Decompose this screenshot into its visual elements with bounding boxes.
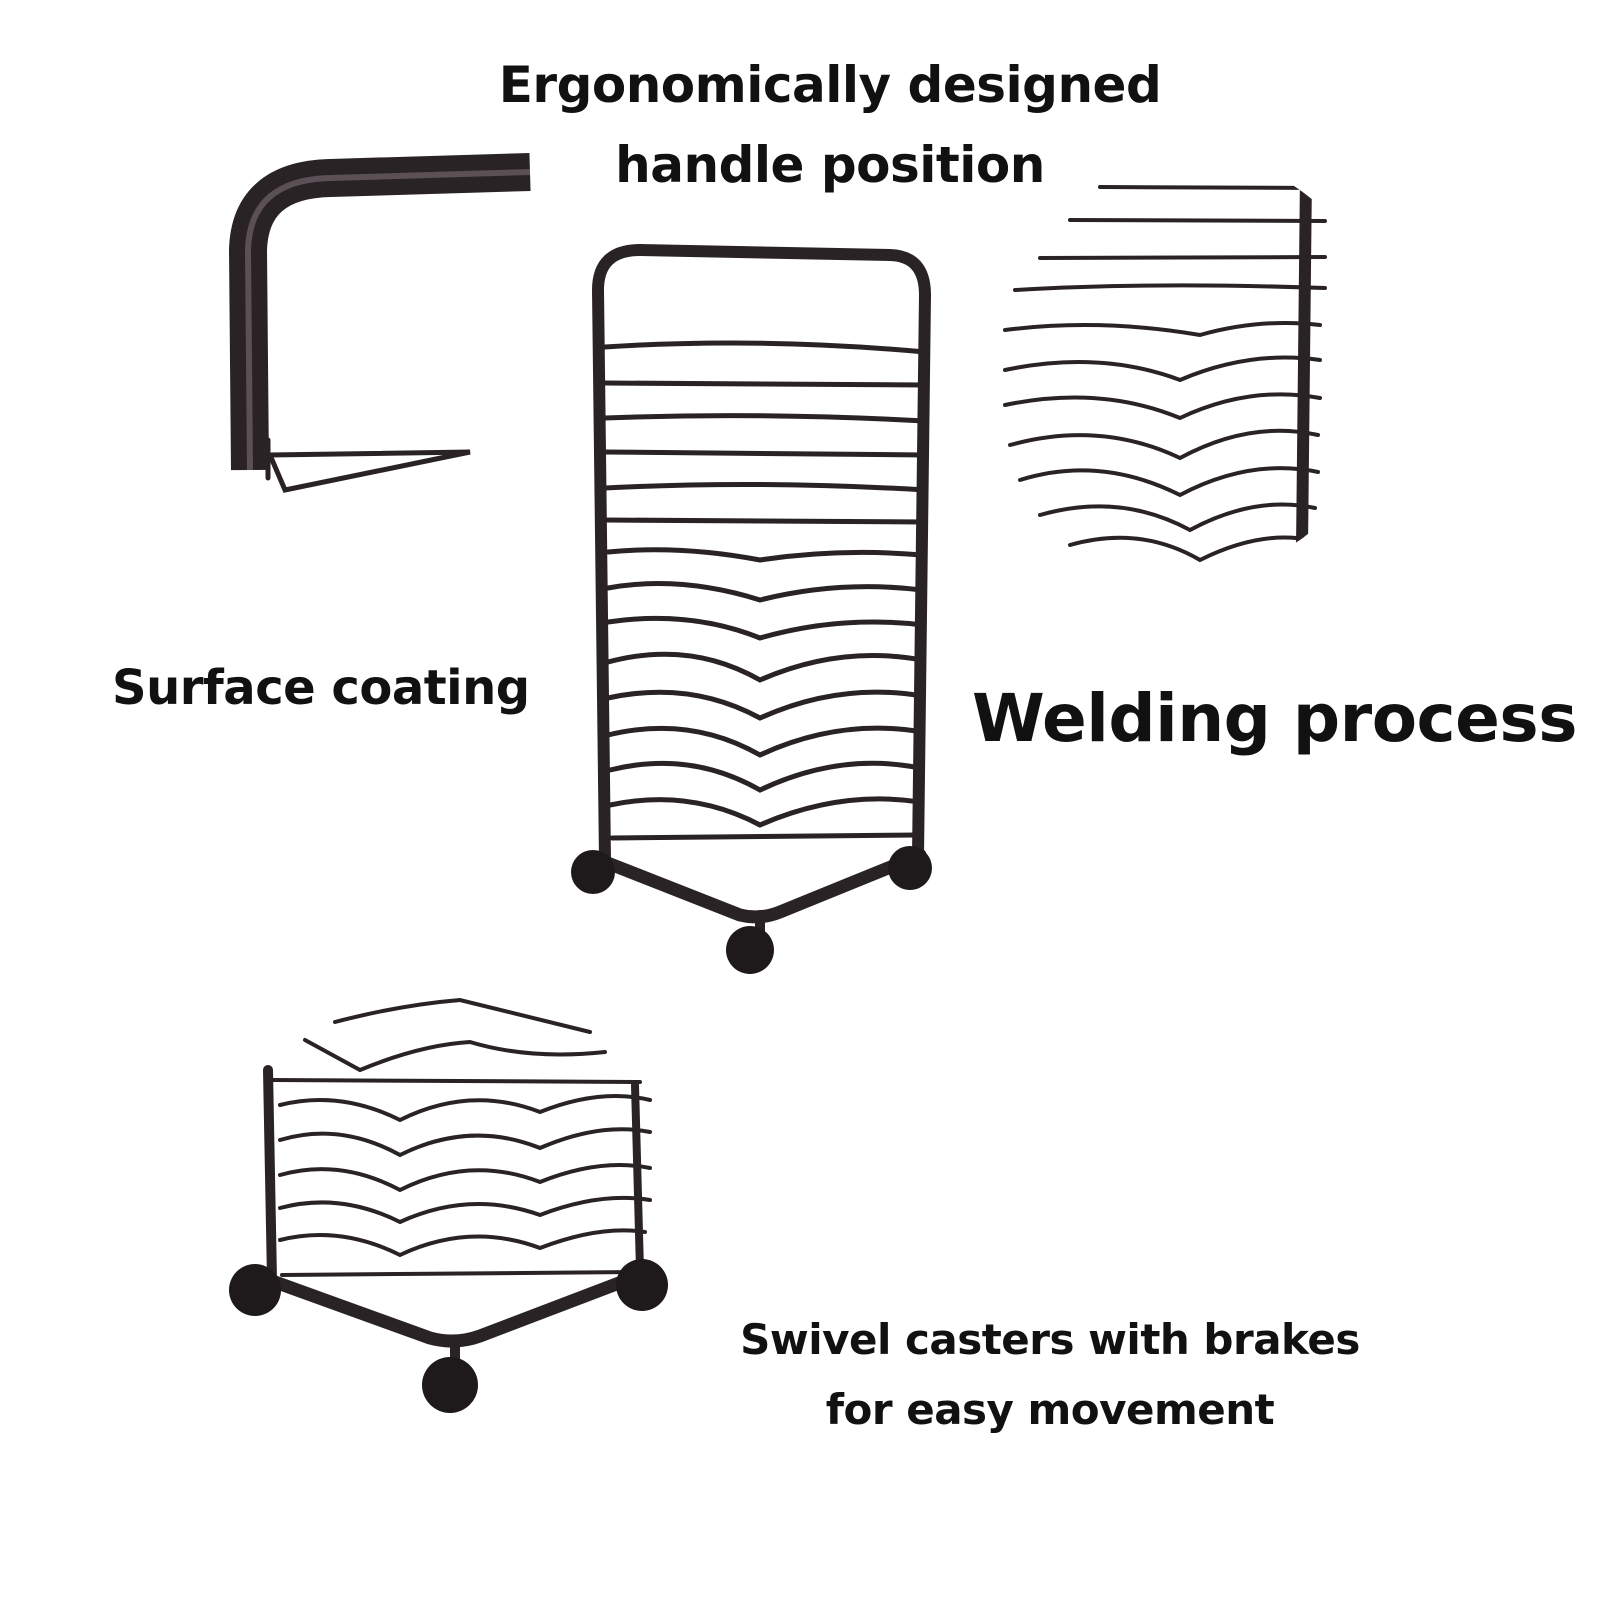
handle-caption-line2: handle position: [615, 136, 1045, 194]
cart-base: [593, 848, 927, 924]
handle-caption: Ergonomically designed handle position: [470, 45, 1190, 205]
casters-caption-line2: for easy movement: [825, 1385, 1275, 1434]
surface-coating-caption: Surface coating: [112, 660, 530, 716]
cart-handle-frame: [591, 243, 932, 866]
caster-wheels: [229, 1259, 668, 1413]
casters-caption-line1: Swivel casters with brakes: [740, 1315, 1360, 1364]
rack-wires: [602, 340, 928, 841]
caster-closeup: [263, 997, 652, 1370]
casters-caption: Swivel casters with brakes for easy move…: [700, 1305, 1400, 1445]
welding-process-caption: Welding process: [972, 680, 1578, 757]
welding-closeup: [1003, 169, 1327, 563]
handle-closeup: [228, 153, 531, 493]
handle-caption-line1: Ergonomically designed: [498, 56, 1162, 114]
cart-casters: [571, 846, 932, 974]
cart-rack: [591, 243, 932, 940]
